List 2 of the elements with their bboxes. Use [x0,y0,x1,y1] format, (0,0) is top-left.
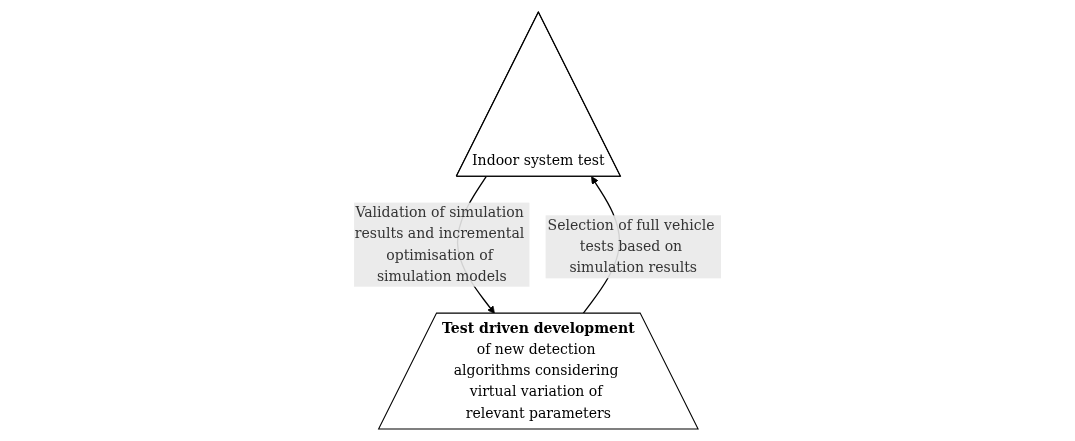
edge-label: Selection of full vehicle tests based on simulation results [547,217,715,276]
edge-label: Validation of simulation results and incremental optimisation of simulation models [354,204,525,285]
